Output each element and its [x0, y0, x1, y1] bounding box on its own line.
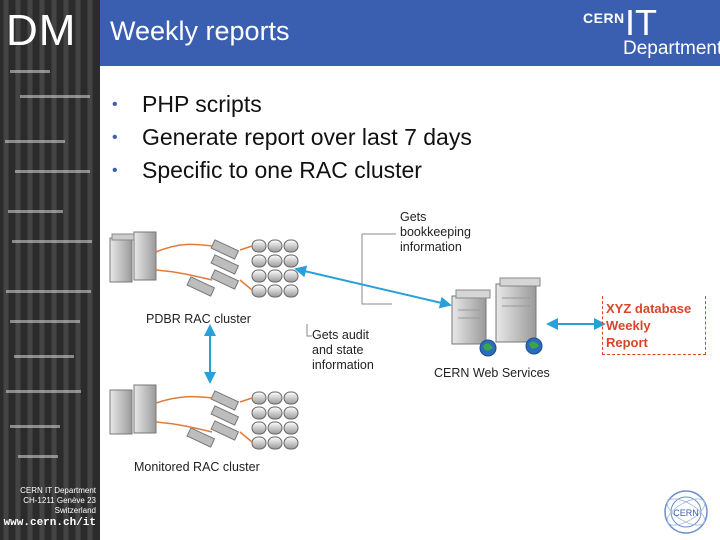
bookkeeping-label-line: Gets: [400, 210, 427, 224]
footer-address-line: CERN IT Department: [20, 486, 96, 495]
svg-text:CERN: CERN: [673, 508, 699, 518]
audit-label: Gets audit and state information: [312, 328, 374, 373]
footer-address: CERN IT Department CH-1211 Genève 23 Swi…: [2, 486, 96, 516]
bullet-text: Generate report over last 7 days: [142, 124, 472, 150]
bookkeeping-label-line: bookkeeping: [400, 225, 471, 239]
pdbr-database-server-icon: [109, 231, 157, 283]
report-label-line: XYZ database: [606, 301, 692, 316]
dm-logo: DM: [6, 6, 77, 55]
globe-icon: [479, 337, 543, 357]
monitored-orange-cables: [155, 395, 253, 443]
monitored-storage-disk-icon: [251, 391, 299, 450]
report-label: XYZ database Weekly Report: [606, 300, 691, 351]
header-bar: [100, 0, 720, 66]
bullet-item: •Generate report over last 7 days: [112, 124, 472, 150]
report-label-line: Weekly: [606, 318, 651, 333]
report-box: [602, 296, 706, 355]
bullet-list: •PHP scripts •Generate report over last …: [112, 88, 472, 187]
audit-label-line: information: [312, 358, 374, 372]
monitored-database-server-icon: [109, 384, 157, 435]
footer-address-line: Switzerland: [54, 506, 96, 515]
audit-label-line: Gets audit: [312, 328, 369, 342]
department-logo-text: Department: [623, 38, 720, 59]
cern-it-logo: CERN IT Department: [583, 2, 720, 62]
pdbr-to-webservices-arrow: [294, 265, 452, 309]
pdbr-switch-icon: [186, 239, 240, 297]
footer-address-line: CH-1211 Genève 23: [23, 496, 96, 505]
report-label-line: Report: [606, 335, 648, 350]
architecture-diagram: Gets bookkeeping information PDBR RAC cl…: [100, 200, 720, 485]
pdbr-orange-cables: [155, 243, 253, 291]
bookkeeping-label: Gets bookkeeping information: [400, 210, 471, 255]
bullet-item: •Specific to one RAC cluster: [112, 157, 422, 183]
connector-lines: [306, 233, 396, 337]
slide-title: Weekly reports: [110, 16, 290, 46]
bullet-text: PHP scripts: [142, 91, 262, 117]
bookkeeping-label-line: information: [400, 240, 462, 254]
web-services-label: CERN Web Services: [434, 366, 550, 380]
cern-logo-text: CERN: [583, 10, 625, 26]
pdbr-storage-disk-icon: [251, 239, 299, 298]
blue-arrows: [204, 265, 606, 384]
monitored-cluster-label: Monitored RAC cluster: [134, 460, 260, 474]
cern-seal-icon: CERN: [664, 490, 708, 534]
web-server-icon: [451, 277, 541, 345]
monitored-switch-icon: [186, 390, 240, 448]
bullet-item: •PHP scripts: [112, 91, 262, 117]
it-logo-text: IT: [625, 2, 657, 43]
diagram-graphics: [109, 231, 606, 450]
footer-url[interactable]: www.cern.ch/it: [3, 517, 96, 529]
bullet-text: Specific to one RAC cluster: [142, 157, 422, 183]
audit-label-line: and state: [312, 343, 364, 357]
sidebar-photo: DM CERN IT Department CH-1211 Genève 23 …: [0, 0, 100, 540]
pdbr-cluster-label: PDBR RAC cluster: [146, 312, 251, 326]
code-background-image: [0, 0, 100, 540]
